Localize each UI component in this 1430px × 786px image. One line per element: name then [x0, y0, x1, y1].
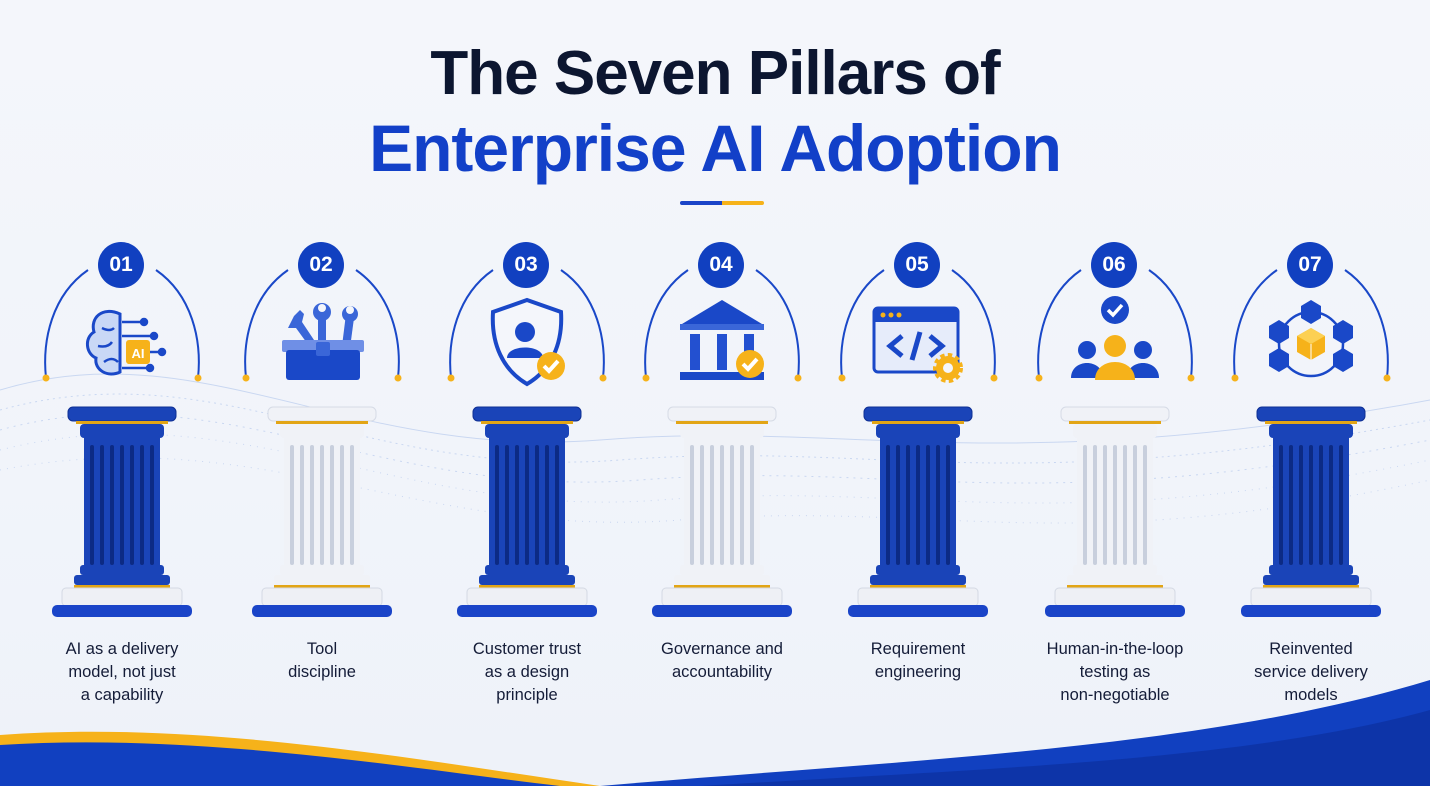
people-check-icon — [1065, 292, 1165, 392]
number-badge: 07 — [1287, 242, 1333, 288]
arc-decoration — [1231, 269, 1391, 382]
column-white — [250, 405, 394, 625]
label-line: models — [1284, 686, 1338, 704]
number-badge: 06 — [1091, 242, 1137, 288]
title-underline — [680, 201, 764, 205]
pillar-label: AI as a delivery model, not just a capabil… — [22, 638, 222, 707]
pillar-label: Governance and accountability — [622, 638, 822, 684]
arc-decoration — [242, 269, 402, 382]
number-badge: 02 — [298, 242, 344, 288]
title-line-2: Enterprise AI Adoption — [369, 111, 1062, 185]
svg-text:AI: AI — [132, 346, 145, 361]
hexagon-network-cube-icon — [1261, 292, 1361, 392]
label-line: a capability — [80, 686, 164, 704]
label-line: Customer trust — [472, 640, 582, 658]
arc-decoration — [838, 269, 998, 382]
number-badge: 01 — [98, 242, 144, 288]
label-line: testing as — [1079, 663, 1151, 681]
label-line: as a design — [484, 663, 570, 681]
pillar-label: Customer trust as a design principle — [427, 638, 627, 707]
label-line: engineering — [874, 663, 962, 681]
arc-decoration — [642, 269, 802, 382]
label-line: model, not just — [68, 663, 176, 681]
label-line: Governance and — [660, 640, 783, 658]
column-blue — [1239, 405, 1383, 625]
column-blue — [455, 405, 599, 625]
shield-user-check-icon — [477, 292, 577, 392]
label-line: discipline — [288, 663, 356, 681]
pillar-label: Tool discipline — [222, 638, 422, 684]
bottom-wave — [0, 680, 1430, 786]
label-line: Requirement — [870, 640, 966, 658]
label-line: service delivery — [1254, 663, 1368, 681]
brain-ai-chip-icon: AI — [72, 292, 172, 392]
institution-check-icon — [672, 292, 772, 392]
code-window-gear-icon — [868, 292, 968, 392]
column-white — [1043, 405, 1187, 625]
label-line: non-negotiable — [1060, 686, 1170, 704]
label-line: accountability — [672, 663, 772, 681]
label-line: Human-in-the-loop — [1046, 640, 1184, 658]
number-badge: 03 — [503, 242, 549, 288]
arc-decoration — [447, 269, 607, 382]
pillar-label: Human-in-the-loop testing as non-negotiabl… — [1015, 638, 1215, 707]
arc-decoration — [42, 269, 202, 382]
number-badge: 04 — [698, 242, 744, 288]
label-line: principle — [496, 686, 558, 704]
pillar-label: Reinvented service delivery models — [1211, 638, 1411, 707]
toolbox-wrenches-icon — [272, 292, 372, 392]
label-line: Tool — [306, 640, 338, 658]
arc-decoration — [1035, 269, 1195, 382]
label-line: Reinvented — [1269, 640, 1353, 658]
number-badge: 05 — [894, 242, 940, 288]
pillar-label: Requirement engineering — [818, 638, 1018, 684]
column-blue — [50, 405, 194, 625]
label-line: AI as a delivery — [65, 640, 179, 658]
column-blue — [846, 405, 990, 625]
column-white — [650, 405, 794, 625]
title-line-1: The Seven Pillars of — [430, 39, 1000, 108]
